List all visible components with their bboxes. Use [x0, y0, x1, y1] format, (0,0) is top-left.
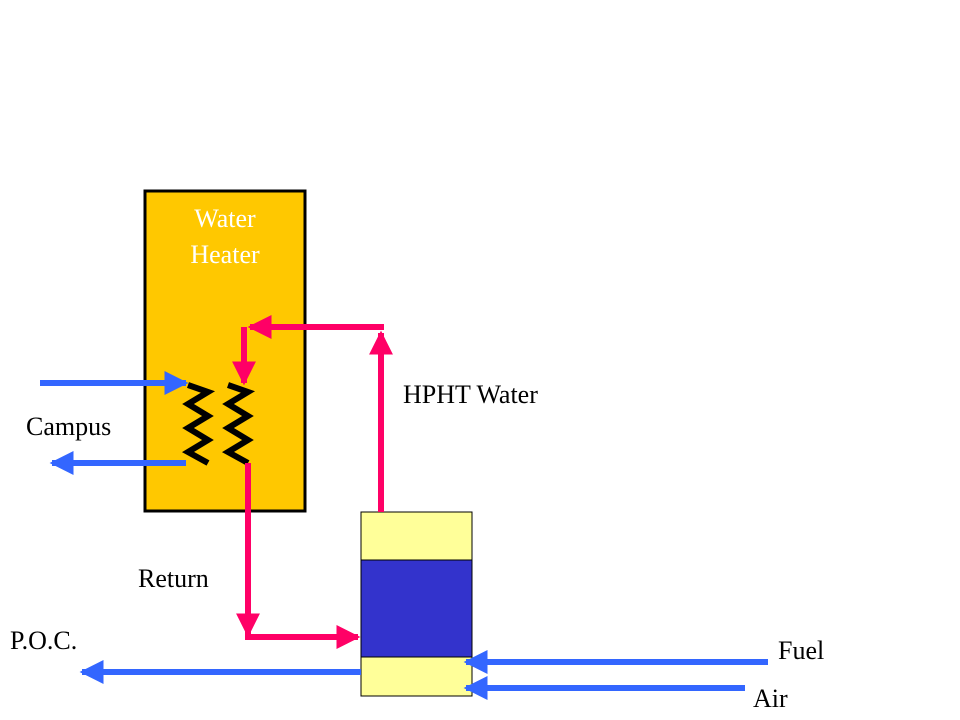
- boiler-top-section: [360, 511, 473, 561]
- boiler-bottom-section: [360, 656, 473, 697]
- water-heater-label: Water Heater: [145, 201, 305, 273]
- air-label: Air: [753, 684, 788, 713]
- water-heater-label-line1: Water: [194, 204, 256, 233]
- water-heater-label-line2: Heater: [190, 240, 260, 269]
- water-heater-tank: [143, 189, 307, 513]
- hpht-water-label: HPHT Water: [403, 380, 538, 409]
- campus-label: Campus: [26, 412, 112, 441]
- return-label: Return: [138, 564, 209, 593]
- heat-exchanger-coil-left: [181, 382, 216, 466]
- boiler: [360, 511, 473, 697]
- fuel-label: Fuel: [778, 636, 825, 665]
- heat-exchanger-coil-right: [221, 382, 256, 466]
- poc-label: P.O.C.: [10, 626, 78, 655]
- boiler-combustion-chamber: [360, 559, 473, 658]
